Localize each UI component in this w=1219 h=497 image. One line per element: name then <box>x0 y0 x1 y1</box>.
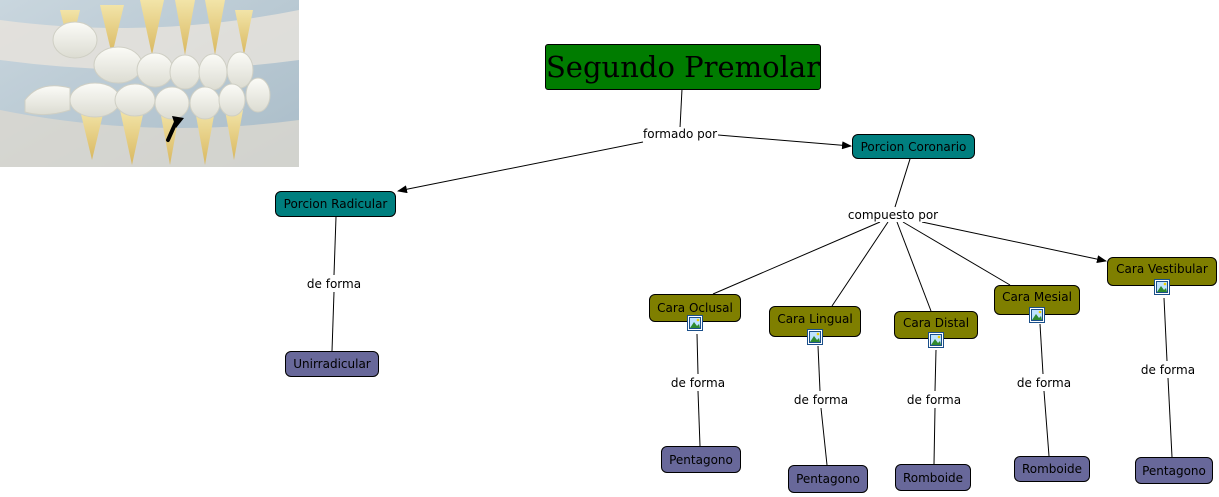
link-coronario-compuesto <box>894 158 911 208</box>
link-vestibular-forma <box>1163 297 1168 362</box>
concept-cara-distal[interactable]: Cara Distal <box>894 311 978 339</box>
concept-label: Cara Distal <box>902 316 970 330</box>
image-icon[interactable] <box>1029 307 1045 323</box>
concept-label: Cara Mesial <box>1002 290 1072 304</box>
concept-label: Segundo Premolar <box>545 50 821 84</box>
concept-pentagono-oclusal[interactable]: Pentagono <box>661 446 741 473</box>
link-formado-coronario <box>717 134 852 150</box>
concept-label: Pentagono <box>669 452 733 467</box>
link-label-forma-radicular: de forma <box>305 277 363 291</box>
link-label-forma-lingual: de forma <box>792 393 850 407</box>
teeth-photo <box>0 0 299 167</box>
link-compuesto-distal <box>896 221 932 312</box>
concept-segundo-premolar[interactable]: Segundo Premolar <box>545 44 821 90</box>
link-label-forma-vestibular: de forma <box>1139 363 1197 377</box>
link-compuesto-vestibular <box>921 221 1107 264</box>
concept-label: Romboide <box>1021 462 1083 476</box>
concept-label: Cara Lingual <box>777 311 853 326</box>
link-compuesto-oclusal <box>712 221 881 295</box>
link-label-formado: formado por <box>642 127 718 141</box>
link-radicular-forma <box>333 216 337 276</box>
concept-romboide-mesial[interactable]: Romboide <box>1014 456 1090 482</box>
link-label-compuesto: compuesto por <box>846 208 940 222</box>
concept-unirradicular[interactable]: Unirradicular <box>285 351 379 377</box>
link-distal-forma <box>934 349 937 392</box>
concept-label: Romboide <box>902 470 964 485</box>
link-mesial-forma <box>1039 323 1044 375</box>
concept-label: Cara Vestibular <box>1116 261 1208 276</box>
image-icon[interactable] <box>1154 279 1170 295</box>
concept-label: Porcion Coronario <box>860 139 967 154</box>
image-icon[interactable] <box>807 329 823 345</box>
link-forma-pent1 <box>697 390 701 447</box>
concept-pentagono-vestibular[interactable]: Pentagono <box>1135 457 1213 484</box>
link-forma-unirradicular <box>331 291 335 352</box>
concept-cara-oclusal[interactable]: Cara Oclusal <box>649 294 741 322</box>
link-lingual-forma <box>817 345 821 392</box>
link-forma-pent2 <box>820 407 828 466</box>
link-oclusal-forma <box>696 333 699 375</box>
concept-label: Pentagono <box>1142 463 1206 478</box>
link-root-formado <box>679 88 683 129</box>
concept-romboide-distal[interactable]: Romboide <box>895 464 971 491</box>
concept-label: Unirradicular <box>293 357 371 371</box>
concept-pentagono-lingual[interactable]: Pentagono <box>788 465 868 493</box>
concept-label: Cara Oclusal <box>657 301 733 315</box>
concept-label: Porcion Radicular <box>283 197 388 211</box>
link-forma-pent3 <box>1167 377 1173 458</box>
image-icon[interactable] <box>928 332 944 348</box>
link-forma-romb1 <box>933 407 936 465</box>
image-icon[interactable] <box>687 315 703 331</box>
link-compuesto-lingual <box>831 221 889 307</box>
link-label-forma-distal: de forma <box>905 393 963 407</box>
link-formado-radicular <box>397 141 644 194</box>
link-label-forma-oclusal: de forma <box>669 376 727 390</box>
concept-porcion-coronario[interactable]: Porcion Coronario <box>852 134 975 159</box>
link-forma-romb2 <box>1043 390 1050 457</box>
concept-porcion-radicular[interactable]: Porcion Radicular <box>275 191 396 217</box>
concept-label: Pentagono <box>796 472 860 486</box>
link-compuesto-mesial <box>902 221 1011 286</box>
link-label-forma-mesial: de forma <box>1015 376 1073 390</box>
